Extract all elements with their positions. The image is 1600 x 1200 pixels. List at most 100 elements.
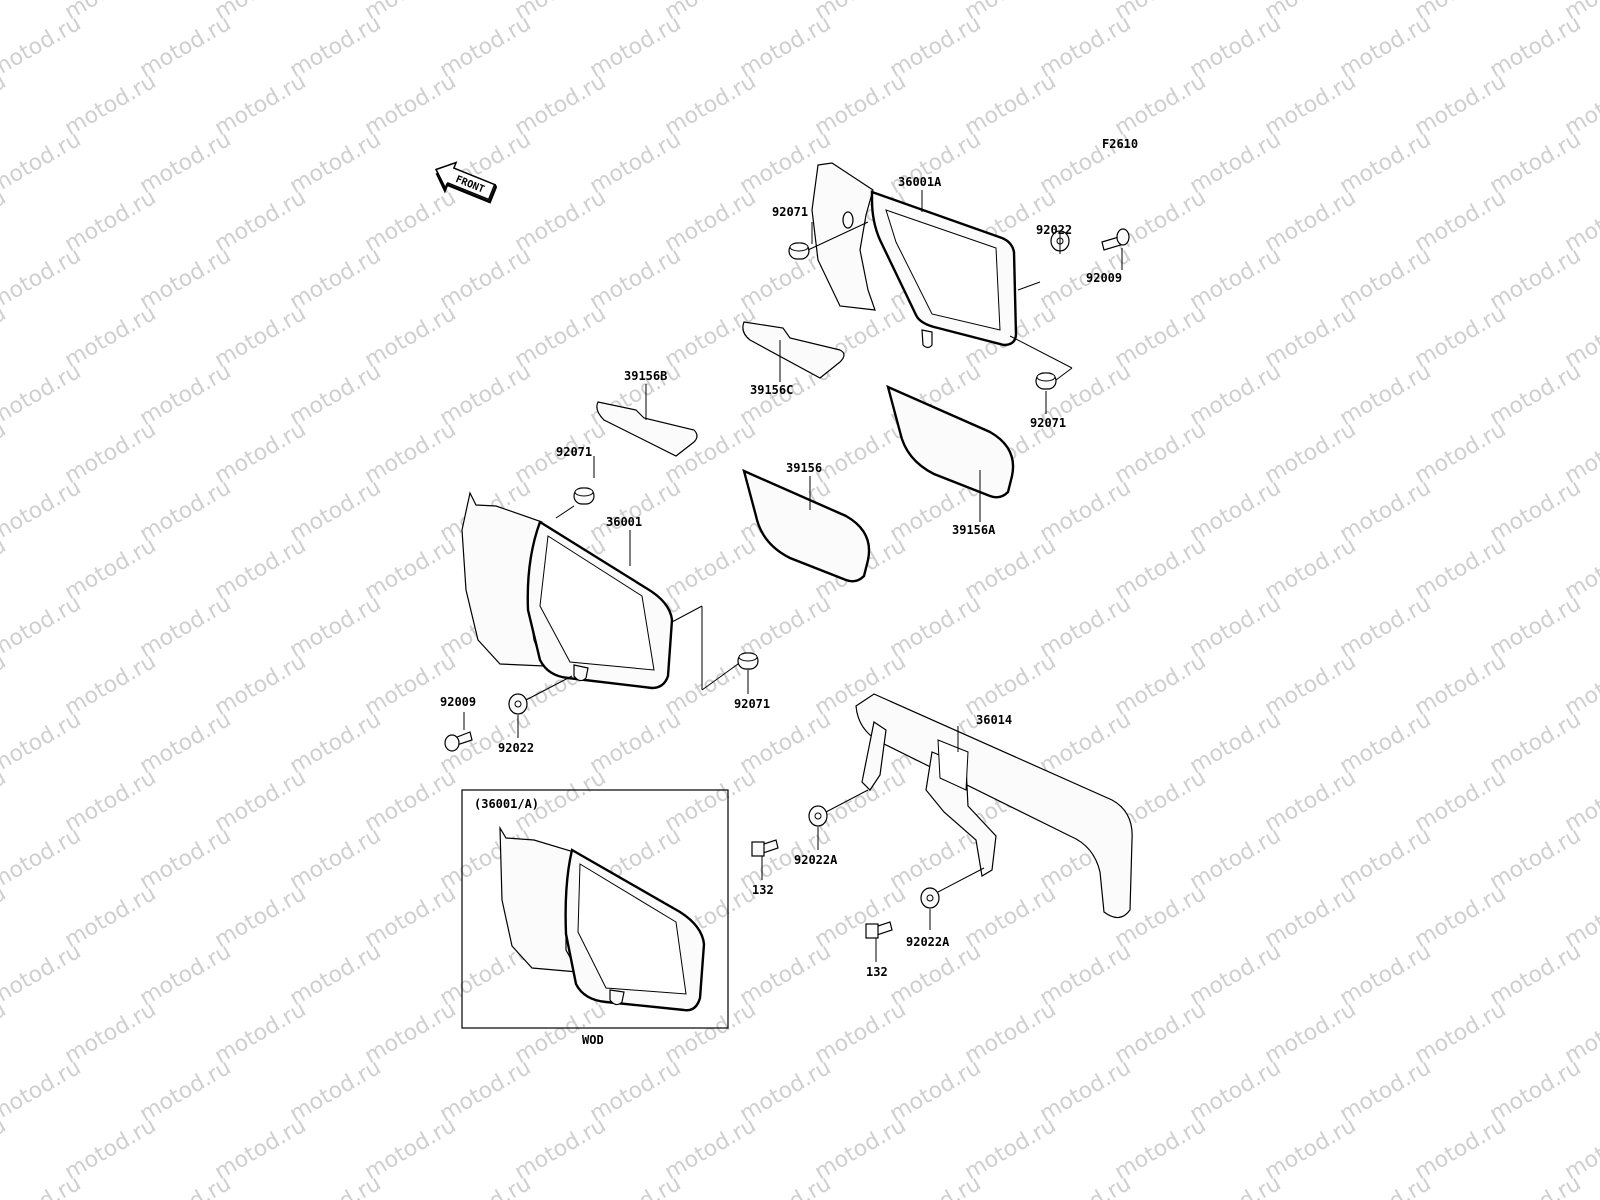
watermark-text: motod.ru [211, 185, 311, 257]
watermark-text: motod.ru [0, 1113, 10, 1185]
watermark-text: motod.ru [1186, 359, 1286, 431]
label-92009-top: 92009 [1086, 271, 1122, 285]
watermark-text: motod.ru [361, 533, 461, 605]
watermark-text: motod.ru [511, 185, 611, 257]
label-92009-left: 92009 [440, 695, 476, 709]
watermark-text: motod.ru [961, 69, 1061, 141]
watermark-text: motod.ru [661, 301, 761, 373]
watermark-text: motod.ru [1486, 823, 1586, 895]
watermark-text: motod.ru [0, 591, 85, 663]
watermark-text: motod.ru [1411, 417, 1511, 489]
watermark-text: motod.ru [61, 649, 161, 721]
watermark-text: motod.ru [361, 185, 461, 257]
watermark-text: motod.ru [586, 707, 686, 779]
watermark-text: motod.ru [286, 1171, 386, 1200]
watermark-text: motod.ru [661, 533, 761, 605]
watermark-text: motod.ru [286, 939, 386, 1011]
watermark-text: motod.ru [1111, 301, 1211, 373]
watermark-text: motod.ru [1336, 591, 1436, 663]
watermark-text: motod.ru [736, 1171, 836, 1200]
watermark-text: motod.ru [1111, 185, 1211, 257]
watermark-text: motod.ru [136, 823, 236, 895]
watermark-text: motod.ru [0, 359, 85, 431]
watermark-text: motod.ru [1261, 765, 1361, 837]
watermark-text: motod.ru [886, 1055, 986, 1127]
collar-92022A-b [920, 887, 940, 909]
watermark-text: motod.ru [1336, 11, 1436, 83]
watermark-text: motod.ru [1486, 475, 1586, 547]
inset-box: (36001/A) [461, 789, 729, 1029]
watermark-text: motod.ru [211, 997, 311, 1069]
watermark-text: motod.ru [0, 707, 85, 779]
watermark-text: motod.ru [1261, 301, 1361, 373]
watermark-text: motod.ru [1186, 11, 1286, 83]
watermark-text: motod.ru [0, 1171, 85, 1200]
watermark-text: motod.ru [361, 417, 461, 489]
watermark-text: motod.ru [1186, 1055, 1286, 1127]
watermark-text: motod.ru [511, 1113, 611, 1185]
label-92071-low: 92071 [734, 697, 770, 711]
watermark-text: motod.ru [0, 649, 10, 721]
bolt-92009-left-icon [444, 731, 473, 752]
collar-92022A-a [808, 805, 828, 827]
watermark-text: motod.ru [436, 1171, 536, 1200]
watermark-text: motod.ru [436, 11, 536, 83]
watermark-text: motod.ru [736, 939, 836, 1011]
watermark-text: motod.ru [1486, 939, 1586, 1011]
label-92071-top: 92071 [772, 205, 808, 219]
watermark-text: motod.ru [1111, 417, 1211, 489]
watermark-text: motod.ru [1261, 533, 1361, 605]
watermark-text: motod.ru [0, 127, 85, 199]
watermark-text: motod.ru [961, 1113, 1061, 1185]
watermark-text: motod.ru [586, 127, 686, 199]
grommet-92071-mid [573, 487, 595, 505]
watermark-text: motod.ru [1411, 881, 1511, 953]
side-cover-36001 [461, 491, 674, 690]
watermark-text: motod.ru [586, 243, 686, 315]
watermark-text: motod.ru [586, 1171, 686, 1200]
watermark-text: motod.ru [286, 591, 386, 663]
watermark-text: motod.ru [1261, 417, 1361, 489]
bolt-132-a-icon [751, 839, 779, 857]
collar-92022-left [508, 693, 528, 715]
watermark-text: motod.ru [1336, 243, 1436, 315]
watermark-text: motod.ru [136, 1055, 236, 1127]
watermark-text: motod.ru [1186, 823, 1286, 895]
watermark-text: motod.ru [136, 1171, 236, 1200]
watermark-text: motod.ru [61, 301, 161, 373]
watermark-text: motod.ru [1336, 707, 1436, 779]
bolt-132-b-icon [865, 921, 893, 939]
watermark-text: motod.ru [1486, 707, 1586, 779]
watermark-text: motod.ru [61, 69, 161, 141]
watermark-text: motod.ru [61, 185, 161, 257]
bolt-92009-top-icon [1101, 228, 1130, 251]
watermark-text: motod.ru [0, 765, 10, 837]
watermark-text: motod.ru [1186, 1171, 1286, 1200]
watermark-text: motod.ru [511, 69, 611, 141]
watermark-text: motod.ru [961, 533, 1061, 605]
watermark-text: motod.ru [1186, 127, 1286, 199]
watermark-text: motod.ru [1411, 69, 1511, 141]
watermark-text: motod.ru [961, 997, 1061, 1069]
watermark-text: motod.ru [661, 185, 761, 257]
watermark-text: motod.ru [1111, 1113, 1211, 1185]
diagram-code: F2610 [1102, 137, 1138, 151]
watermark-text: motod.ru [1261, 1113, 1361, 1185]
label-36014: 36014 [976, 713, 1012, 727]
watermark-text: motod.ru [286, 359, 386, 431]
watermark-text: motod.ru [1261, 69, 1361, 141]
label-39156C: 39156C [750, 383, 793, 397]
watermark-text: motod.ru [661, 69, 761, 141]
watermark-text: motod.ru [0, 881, 10, 953]
watermark-text: motod.ru [961, 649, 1061, 721]
watermark-text: motod.ru [736, 11, 836, 83]
inset-caption: WOD [582, 1033, 604, 1047]
grommet-92071-low [737, 652, 759, 670]
pad-39156B [596, 401, 698, 457]
watermark-text: motod.ru [1261, 997, 1361, 1069]
watermark-text: motod.ru [361, 649, 461, 721]
watermark-text: motod.ru [886, 939, 986, 1011]
watermark-text: motod.ru [0, 823, 85, 895]
watermark-text: motod.ru [286, 11, 386, 83]
